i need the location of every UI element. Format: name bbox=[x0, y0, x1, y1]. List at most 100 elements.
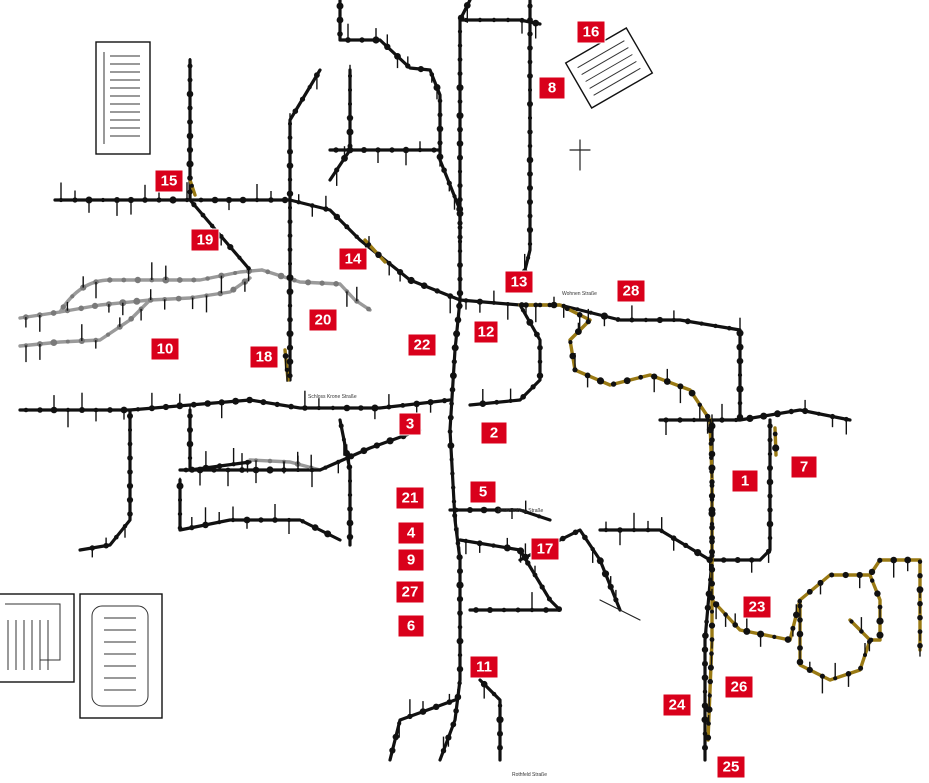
marker-label: 20 bbox=[315, 312, 332, 329]
station-dot bbox=[487, 607, 493, 613]
station-dot bbox=[701, 646, 709, 653]
station-dot bbox=[858, 665, 864, 671]
station-dot bbox=[694, 549, 702, 557]
station-dot bbox=[292, 108, 299, 114]
marker-4[interactable]: 4 bbox=[397, 521, 425, 545]
station-dot bbox=[766, 478, 774, 486]
marker-15[interactable]: 15 bbox=[154, 169, 184, 193]
station-dot bbox=[876, 631, 884, 639]
station-dot bbox=[527, 31, 533, 37]
station-dot bbox=[347, 506, 353, 512]
station-dot bbox=[114, 534, 119, 540]
station-dot bbox=[491, 691, 497, 697]
station-dot bbox=[187, 175, 193, 181]
station-dot bbox=[344, 224, 350, 230]
station-dot bbox=[354, 234, 359, 239]
station-dot bbox=[916, 586, 924, 594]
marker-label: 8 bbox=[548, 80, 556, 97]
marker-2[interactable]: 2 bbox=[480, 421, 508, 445]
marker-1[interactable]: 1 bbox=[731, 469, 759, 493]
station-dot bbox=[564, 306, 570, 312]
marker-26[interactable]: 26 bbox=[724, 675, 754, 699]
marker-label: 5 bbox=[479, 484, 487, 501]
station-dot bbox=[917, 629, 923, 635]
marker-8[interactable]: 8 bbox=[538, 76, 566, 100]
station-dot bbox=[433, 703, 440, 710]
station-dot bbox=[457, 225, 463, 231]
station-dot bbox=[699, 321, 704, 326]
station-dot bbox=[788, 408, 794, 415]
station-dot bbox=[527, 241, 533, 247]
marker-11[interactable]: 11 bbox=[469, 655, 499, 679]
station-dot bbox=[191, 202, 197, 208]
station-dot bbox=[373, 442, 380, 449]
marker-19[interactable]: 19 bbox=[190, 228, 220, 252]
station-dot bbox=[736, 413, 744, 421]
marker-23[interactable]: 23 bbox=[742, 595, 772, 619]
marker-3[interactable]: 3 bbox=[398, 412, 422, 436]
station-dot bbox=[877, 557, 883, 563]
marker-25[interactable]: 25 bbox=[716, 755, 746, 779]
station-dot bbox=[128, 428, 132, 432]
station-dot bbox=[183, 467, 189, 473]
station-dot bbox=[457, 276, 463, 282]
marker-6[interactable]: 6 bbox=[397, 614, 425, 638]
station-spurs bbox=[25, 2, 921, 751]
detail-inset-right bbox=[79, 593, 163, 719]
marker-14[interactable]: 14 bbox=[338, 247, 368, 271]
station-dot bbox=[300, 519, 305, 524]
station-dot bbox=[453, 708, 459, 714]
marker-10[interactable]: 10 bbox=[150, 337, 180, 361]
station-dot bbox=[437, 98, 443, 104]
station-dot bbox=[643, 317, 649, 323]
legend-inset bbox=[95, 41, 151, 155]
marker-label: 11 bbox=[476, 659, 492, 676]
marker-20[interactable]: 20 bbox=[308, 308, 338, 332]
station-dot bbox=[760, 412, 768, 420]
map-labels: Brandenburg Straße Wohnen Straße Schloss… bbox=[308, 291, 597, 778]
station-dot bbox=[450, 721, 457, 728]
station-dot bbox=[526, 255, 531, 260]
station-dot bbox=[449, 386, 456, 393]
station-dot bbox=[452, 194, 457, 199]
station-dot bbox=[436, 125, 444, 133]
station-dot bbox=[527, 101, 533, 107]
station-dot bbox=[476, 540, 483, 547]
station-dot bbox=[93, 279, 99, 285]
marker-9[interactable]: 9 bbox=[397, 548, 425, 572]
marker-27[interactable]: 27 bbox=[395, 580, 425, 604]
station-dot bbox=[246, 396, 253, 404]
station-dot bbox=[188, 466, 196, 473]
station-dot bbox=[211, 196, 219, 204]
marker-label: 25 bbox=[723, 759, 740, 776]
station-dot bbox=[260, 399, 267, 406]
marker-label: 10 bbox=[157, 341, 174, 358]
marker-17[interactable]: 17 bbox=[530, 537, 560, 561]
marker-28[interactable]: 28 bbox=[616, 279, 646, 303]
station-dot bbox=[917, 559, 923, 564]
station-dot bbox=[338, 423, 344, 429]
station-dot bbox=[389, 747, 396, 754]
station-dot bbox=[546, 596, 552, 602]
marker-21[interactable]: 21 bbox=[395, 486, 425, 510]
marker-18[interactable]: 18 bbox=[249, 345, 279, 369]
station-dot bbox=[233, 271, 238, 275]
marker-13[interactable]: 13 bbox=[504, 270, 534, 294]
station-dot bbox=[767, 493, 773, 499]
station-dot bbox=[434, 288, 440, 294]
marker-12[interactable]: 12 bbox=[473, 320, 499, 344]
station-dot bbox=[392, 733, 399, 741]
marker-16[interactable]: 16 bbox=[576, 20, 606, 44]
marker-22[interactable]: 22 bbox=[407, 333, 437, 357]
station-dot bbox=[515, 607, 521, 613]
station-dot bbox=[772, 444, 780, 452]
station-dot bbox=[705, 734, 712, 741]
marker-7[interactable]: 7 bbox=[790, 455, 818, 479]
station-dot bbox=[127, 413, 133, 419]
station-dot bbox=[204, 400, 211, 407]
station-dot bbox=[336, 459, 341, 465]
marker-5[interactable]: 5 bbox=[469, 480, 497, 504]
station-dot bbox=[307, 85, 312, 90]
marker-24[interactable]: 24 bbox=[662, 693, 692, 717]
station-dot bbox=[623, 377, 631, 385]
